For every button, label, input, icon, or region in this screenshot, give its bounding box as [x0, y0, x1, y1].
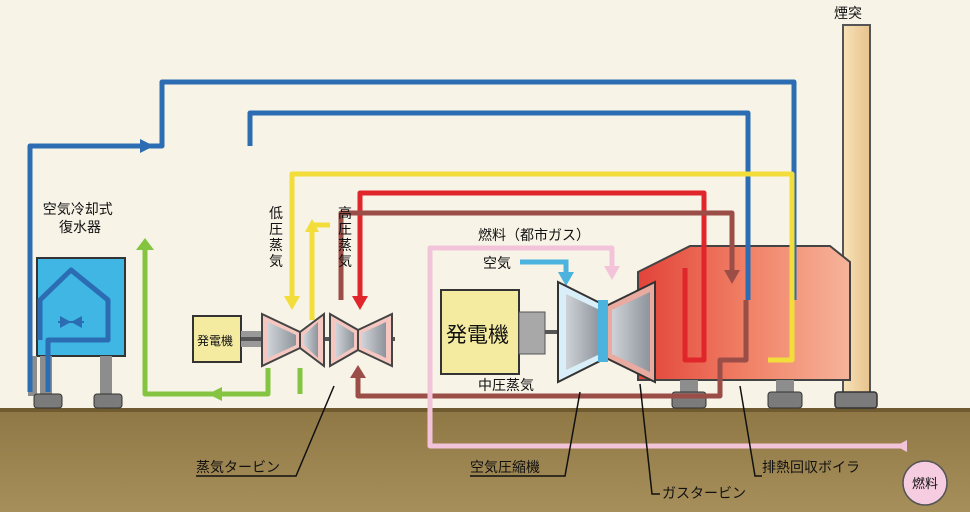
air-compressor-label: 空気圧縮機: [470, 460, 540, 476]
large-generator-label: 発電機: [446, 323, 509, 347]
low-pressure-steam-label: 低圧蒸気: [269, 206, 283, 270]
flow-arrow-green-up: [136, 238, 154, 250]
gas-turbine-assembly: [557, 280, 656, 384]
fuel-label: 燃料: [912, 476, 938, 492]
fuel-city-gas-label: 燃料（都市ガス）: [478, 227, 590, 244]
small-generator: [192, 315, 395, 363]
air-pipe: [520, 259, 569, 274]
flow-arrow-air: [558, 272, 574, 286]
large-generator: [440, 289, 655, 375]
leader-lines: [196, 383, 762, 495]
condenser-label: 空気冷却式 復水器: [43, 202, 117, 236]
green-pipes: [142, 248, 303, 397]
flow-arrow-brown-up: [350, 365, 366, 378]
flow-arrow-green-left: [208, 387, 222, 401]
steam-turbine-label: 蒸気タービン: [196, 460, 280, 476]
fuel-badge: 燃料: [902, 460, 948, 506]
steam-turbine-high: [329, 312, 393, 368]
fuel-pipe: [427, 245, 905, 449]
small-generator-label: 発電機: [197, 333, 233, 348]
high-pressure-steam-label: 高圧蒸気: [338, 205, 352, 270]
flow-arrow-blue: [140, 139, 154, 153]
flow-arrow-fuel-left: [896, 440, 907, 452]
ground: [0, 410, 970, 512]
flow-arrow-yellow-down: [284, 296, 300, 310]
flow-arrow-red-down: [352, 296, 368, 310]
gas-turbine-label: ガスタービン: [662, 486, 746, 502]
flow-arrow-brown-down: [724, 270, 740, 284]
chimney-label: 煙突: [834, 6, 862, 22]
ground-surface-line: [0, 408, 970, 412]
flow-arrow-yellow-up: [305, 219, 319, 232]
air-label: 空気: [483, 256, 511, 272]
brown-pipes: [338, 210, 749, 399]
steam-turbine-low: [261, 312, 325, 368]
blue-return-pipes: [27, 79, 797, 392]
intermediate-pressure-steam-label: 中圧蒸気: [478, 378, 534, 394]
hrsg-label: 排熱回収ボイラ: [762, 460, 860, 476]
flow-arrow-fuel-down: [604, 266, 620, 280]
